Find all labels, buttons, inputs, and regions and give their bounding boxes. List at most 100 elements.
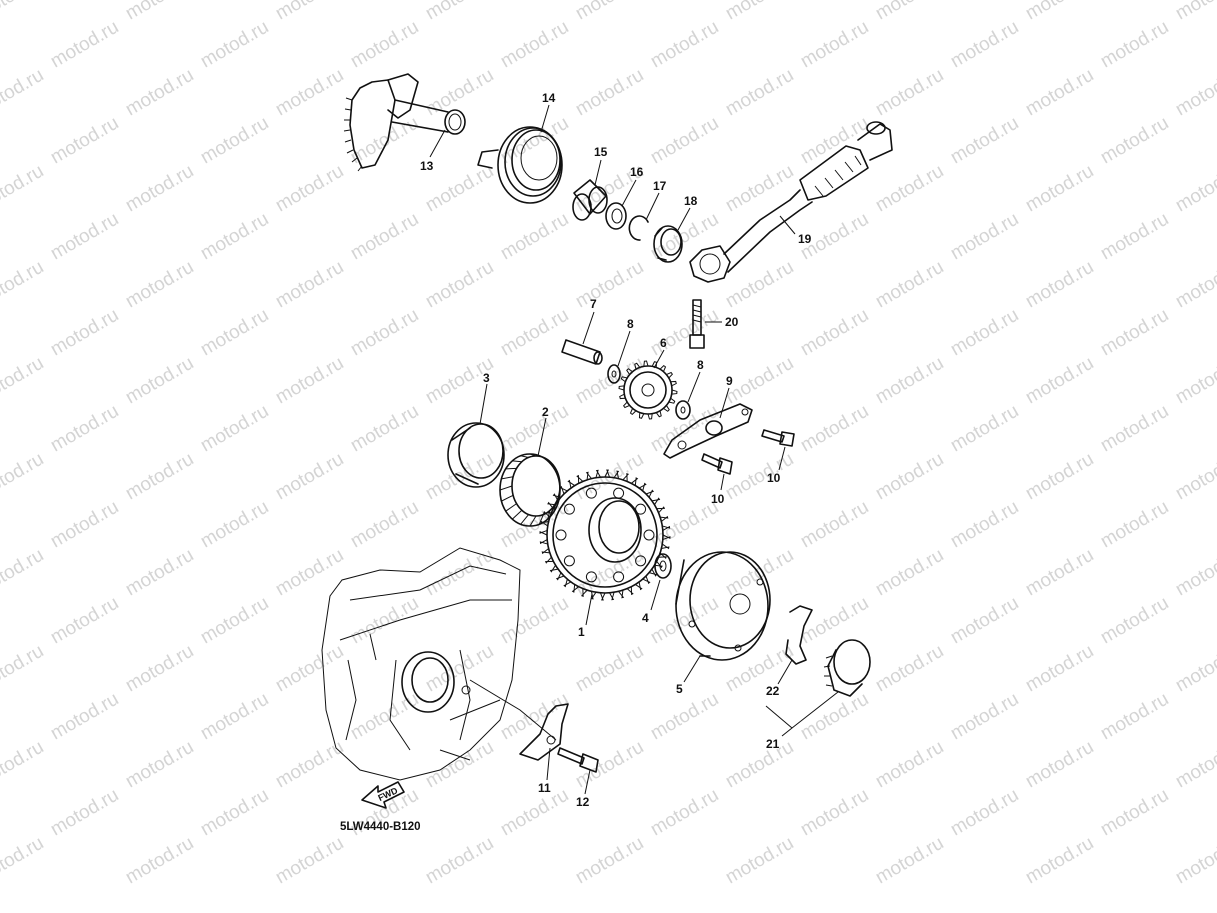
watermark-text: motod.ru	[47, 17, 122, 73]
watermark-text: motod.ru	[1022, 65, 1097, 121]
watermark-text: motod.ru	[347, 305, 422, 361]
watermark-text: motod.ru	[872, 545, 947, 601]
watermark-text: motod.ru	[272, 641, 347, 697]
watermark-text: motod.ru	[422, 0, 497, 24]
part-2-bearing	[499, 453, 561, 527]
bearing-roller	[547, 510, 551, 520]
watermark-text: motod.ru	[47, 209, 122, 265]
gear-tooth	[595, 469, 601, 478]
gear-hole	[643, 529, 655, 541]
svg-text:7: 7	[590, 297, 597, 311]
watermark-text: motod.ru	[1022, 641, 1097, 697]
gear-hole	[613, 487, 625, 499]
bearing-roller	[529, 453, 537, 457]
callout-16: 16	[621, 165, 644, 207]
watermark-text: motod.ru	[122, 65, 197, 121]
watermark-text: motod.ru	[572, 0, 647, 24]
gear-tooth	[618, 385, 625, 391]
bearing-roller	[512, 460, 522, 463]
watermark-text: motod.ru	[1172, 641, 1217, 697]
gear-hole	[555, 529, 567, 541]
callout-6: 6	[653, 336, 667, 369]
part-8-washer-lower	[675, 400, 691, 420]
gear-tooth	[599, 592, 606, 601]
bearing-roller	[547, 460, 551, 463]
gear-tooth	[571, 584, 579, 593]
part-9-plate	[663, 403, 753, 459]
gear-hole	[563, 555, 575, 567]
callout-13: 13	[420, 129, 446, 173]
watermark-text: motod.ru	[797, 17, 872, 73]
watermark-text: motod.ru	[122, 833, 197, 889]
part-5-starter-clutch	[675, 551, 771, 661]
gear-tooth	[622, 401, 630, 409]
gear-tooth	[661, 543, 670, 550]
watermark-text: motod.ru	[1097, 113, 1172, 169]
watermark-text: motod.ru	[197, 689, 272, 745]
watermark-text: motod.ru	[1172, 353, 1217, 409]
gear-tooth	[629, 408, 637, 416]
watermark-text: motod.ru	[1097, 17, 1172, 73]
diagram-code: 5LW4440-B120	[340, 821, 421, 833]
watermark-text: motod.ru	[1022, 833, 1097, 889]
watermark-text: motod.ru	[422, 737, 497, 793]
svg-text:20: 20	[725, 315, 739, 329]
watermark-text: motod.ru	[47, 689, 122, 745]
gear-tooth	[622, 473, 630, 482]
gear-tooth	[576, 474, 584, 484]
callout-3: 3	[479, 371, 490, 425]
callout-7: 7	[582, 297, 597, 345]
watermark-text: motod.ru	[1097, 305, 1172, 361]
gear-tooth	[609, 592, 615, 601]
watermark-text: motod.ru	[122, 353, 197, 409]
watermark-text: motod.ru	[272, 65, 347, 121]
watermark-text: motod.ru	[797, 689, 872, 745]
crankcase-cover-outline	[321, 547, 557, 781]
part-7-shaft	[561, 339, 603, 365]
gear-tooth	[662, 525, 671, 531]
gear-tooth	[567, 479, 575, 489]
watermark-text: motod.ru	[1172, 0, 1217, 24]
callout-5: 5	[676, 655, 701, 696]
watermark-text: motod.ru	[122, 257, 197, 313]
watermark-text: motod.ru	[47, 401, 122, 457]
callout-4: 4	[642, 579, 661, 625]
watermark-text: motod.ru	[872, 257, 947, 313]
svg-text:9: 9	[726, 374, 733, 388]
callout-11: 11	[538, 747, 551, 795]
watermark-text: motod.ru	[722, 737, 797, 793]
svg-text:12: 12	[576, 795, 590, 809]
watermark-text: motod.ru	[1022, 257, 1097, 313]
watermark-text: motod.ru	[497, 209, 572, 265]
bearing-roller	[529, 515, 537, 527]
callout-12: 12	[576, 769, 591, 809]
watermark-text: motod.ru	[0, 0, 47, 24]
watermark-text: motod.ru	[1022, 353, 1097, 409]
svg-text:5: 5	[676, 682, 683, 696]
part-10-bolt-right	[761, 429, 795, 447]
watermark-text: motod.ru	[422, 257, 497, 313]
watermark-text: motod.ru	[947, 401, 1022, 457]
watermark-text: motod.ru	[797, 113, 872, 169]
gear-tooth	[651, 361, 658, 368]
part-21-pinion	[823, 639, 871, 697]
watermark-text: motod.ru	[1097, 689, 1172, 745]
gear-hole	[635, 555, 647, 567]
svg-text:6: 6	[660, 336, 667, 350]
watermark-text: motod.ru	[722, 0, 797, 24]
svg-text:17: 17	[653, 179, 667, 193]
watermark-text: motod.ru	[872, 161, 947, 217]
part-6-idle-gear	[618, 360, 678, 420]
watermark-text: motod.ru	[647, 17, 722, 73]
watermark-text: motod.ru	[722, 353, 797, 409]
watermark-text: motod.ru	[797, 305, 872, 361]
watermark-text: motod.ru	[122, 449, 197, 505]
watermark-text: motod.ru	[1172, 161, 1217, 217]
watermark-text: motod.ru	[422, 641, 497, 697]
watermark-text: motod.ru	[947, 305, 1022, 361]
gear-tooth	[543, 510, 552, 518]
part-12-bolt	[557, 747, 599, 773]
watermark-text: motod.ru	[347, 593, 422, 649]
callout-14: 14	[540, 91, 556, 133]
